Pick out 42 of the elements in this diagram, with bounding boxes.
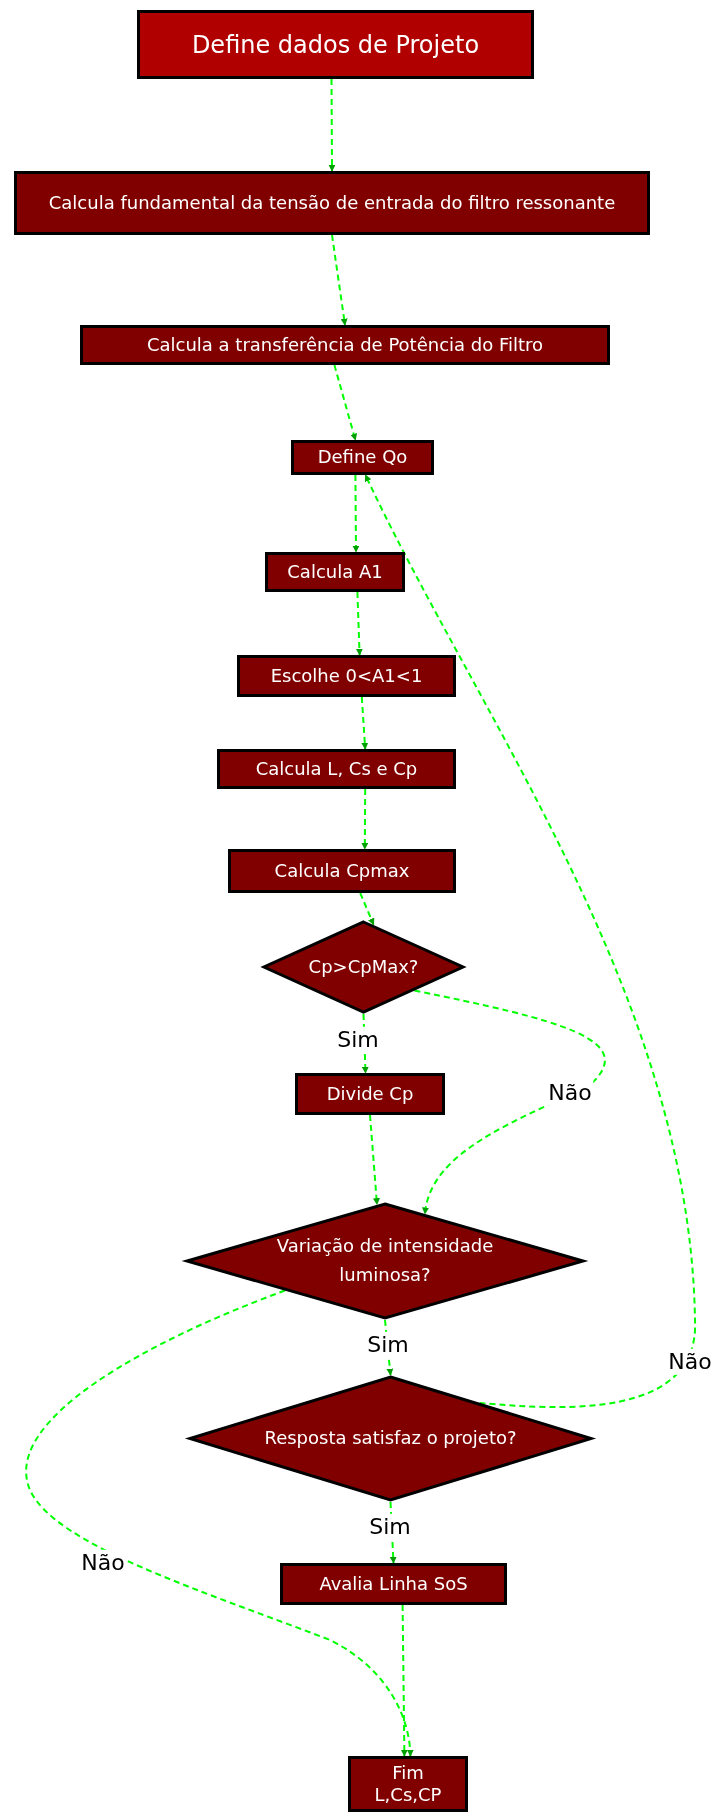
step-text: Escolhe 0<A1<1 — [270, 664, 423, 688]
process-box — [237, 655, 456, 697]
step-text: Define Qo — [317, 446, 408, 469]
start-box — [137, 10, 534, 79]
step-text: Calcula fundamental da tensão de entrada do filtro ressonante — [48, 191, 616, 215]
arrow — [25, 1289, 414, 1757]
step-text: Fim L,Cs,CP — [373, 1761, 443, 1807]
arrow — [328, 78, 336, 172]
step-text: Calcula A1 — [287, 560, 383, 584]
arrow — [333, 364, 358, 441]
arrow — [369, 1114, 380, 1206]
step-text: Avalia Linha SoS — [319, 1572, 468, 1596]
arrow — [355, 591, 363, 656]
process-box — [228, 849, 456, 893]
step-text: Calcula a transferência de Potência do Filtro — [146, 333, 544, 357]
arrow — [331, 234, 348, 326]
arrow — [359, 892, 375, 926]
process-box — [291, 440, 434, 475]
arrow — [364, 474, 696, 1408]
process-box — [295, 1073, 445, 1115]
process-box — [217, 749, 456, 789]
step-text: Define dados de Projeto — [191, 29, 480, 60]
step-text: Divide Cp — [326, 1082, 414, 1106]
arrow — [413, 989, 606, 1215]
step-text: Resposta satisfaz o projeto? — [263, 1427, 518, 1450]
process-box — [265, 552, 405, 592]
decision-diamond — [185, 1202, 585, 1320]
decision-diamond — [262, 920, 465, 1014]
step-text: Cp>CpMax? — [307, 955, 420, 979]
edge-label: Não — [546, 1079, 594, 1107]
process-box — [348, 1756, 468, 1812]
step-text: Variação de intensidade luminosa? — [275, 1234, 495, 1287]
process-box — [80, 325, 610, 365]
process-box — [280, 1563, 507, 1605]
arrow — [400, 1604, 408, 1757]
arrow — [352, 474, 360, 553]
decision-diamond — [188, 1375, 593, 1502]
process-box — [14, 171, 650, 235]
step-text: Calcula Cpmax — [274, 859, 410, 883]
step-text: Calcula L, Cs e Cp — [255, 757, 418, 781]
arrow — [361, 788, 369, 850]
arrow — [360, 696, 369, 750]
